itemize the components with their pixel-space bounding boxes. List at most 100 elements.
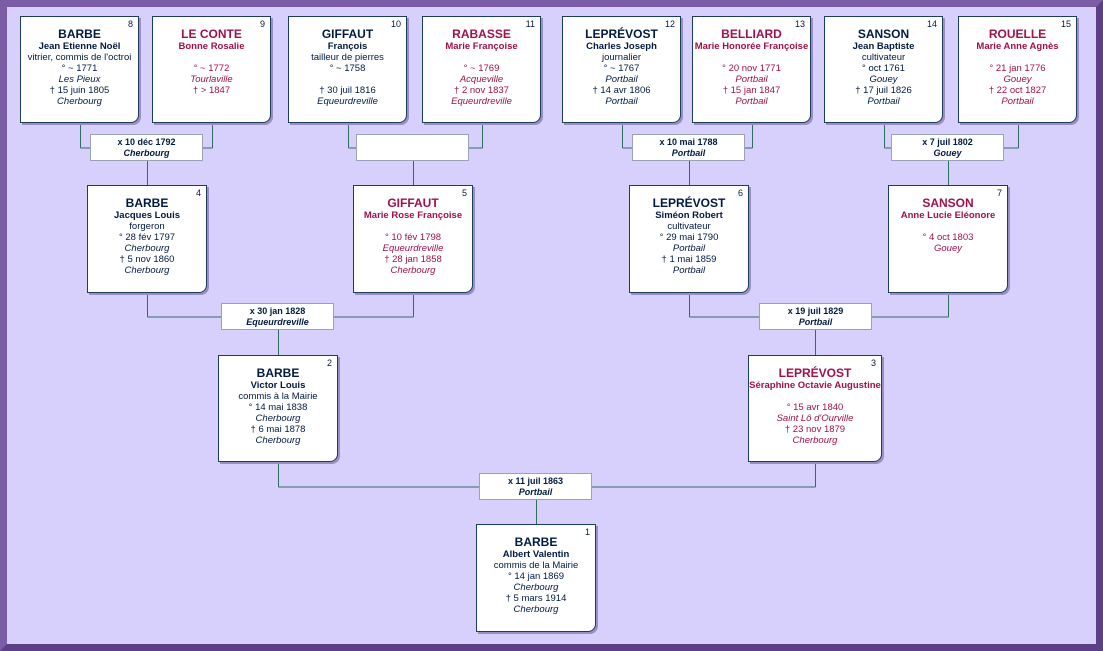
person-surname: BARBE [58,27,101,41]
person-detail: tailleur de pierres [311,52,384,63]
person-detail [423,52,540,63]
person-detail: ° oct 1761 [862,63,905,74]
person-given-names: Charles Joseph [586,41,657,52]
person-given-names: Jacques Louis [114,210,180,221]
person-detail [889,265,1007,276]
person-detail: Gouey [1003,74,1032,85]
sosa-number: 9 [259,19,265,29]
person-given-names: Jean Etienne Noël [38,41,121,52]
sosa-number: 11 [525,19,535,29]
person-surname: BARBE [125,196,169,210]
person-detail: † 2 nov 1837 [454,85,509,96]
marriage-place: Equeurdreville [246,317,309,327]
person-detail: † 15 jan 1847 [722,85,781,96]
person-detail: † > 1847 [192,85,231,96]
person-given-names: Albert Valentin [502,549,570,560]
person-detail [889,221,1007,232]
sosa-number: 13 [794,19,805,29]
person-detail: commis de la Mairie [493,560,579,571]
marriage-place: Portbail [671,148,706,158]
person-given-names: Marie Honorée Françoise [694,41,809,52]
marriage-place: Portbail [518,487,553,497]
marriage-date: x 11 juil 1863 [507,476,564,486]
person-given-names: Victor Louis [250,380,306,391]
person-given-names: François [327,41,368,52]
person-detail [153,52,270,63]
person-detail: ° ~ 1767 [603,63,640,74]
marriage-date: x 19 juil 1829 [787,306,844,316]
person-surname: BARBE [514,535,558,549]
person-detail: † 5 mars 1914 [505,593,567,604]
person-detail: Cherbourg [124,243,170,254]
person-detail [354,221,472,232]
marriage-place: Gouey [933,148,962,158]
person-surname: GIFFAUT [321,27,374,41]
marriage-place: Portbail [798,317,833,327]
person-detail: Portbail [735,74,768,85]
person-detail: vitrier, commis de l'octroi [27,52,132,63]
person-detail: Portbail [672,265,706,276]
marriage-date: x 10 déc 1792 [117,137,176,147]
sosa-number: 2 [326,358,332,368]
person-detail: Tourlaville [190,74,233,85]
person-surname: SANSON [922,196,974,210]
person-surname: RABASSE [452,27,511,41]
person-detail [289,74,406,85]
person-detail: Cherbourg [792,435,838,446]
person-detail: ° ~ 1772 [193,63,230,74]
marriage-box-5[interactable] [356,134,469,161]
person-detail: Cherbourg [255,435,301,446]
sosa-number: 6 [737,188,743,198]
person-surname: LEPRÉVOST [585,27,658,41]
sosa-number: 12 [664,19,675,29]
person-detail: ° 21 jan 1776 [989,63,1046,74]
person-detail: ° 28 fév 1797 [118,232,176,243]
person-detail: ° 4 oct 1803 [922,232,974,243]
person-detail: Les Pieux [58,74,101,85]
sosa-number: 10 [390,19,401,29]
person-detail: Saint Lô d'Ourville [776,413,854,424]
person-surname: SANSON [857,27,910,41]
person-detail: † 23 nov 1879 [784,424,846,435]
person-detail: cultivateur [861,52,906,63]
person-detail: Cherbourg [513,604,559,615]
person-detail: ° 10 fév 1798 [384,232,442,243]
sosa-number: 4 [195,188,201,198]
person-given-names: Marie Rose Françoise [363,210,463,221]
person-surname: LE CONTE [181,27,242,41]
person-detail: ° 20 nov 1771 [722,63,781,74]
person-detail: journalier [601,52,642,63]
person-detail [749,391,881,402]
person-detail: ° 29 mai 1790 [659,232,719,243]
sosa-number: 8 [127,19,133,29]
person-detail: Cherbourg [57,96,102,107]
person-detail: Cherbourg [124,265,170,276]
person-given-names: Marie Françoise [445,41,518,52]
person-detail: Portbail [605,74,638,85]
marriage-date: x 10 mai 1788 [659,137,718,147]
person-detail: Portbail [605,96,638,107]
